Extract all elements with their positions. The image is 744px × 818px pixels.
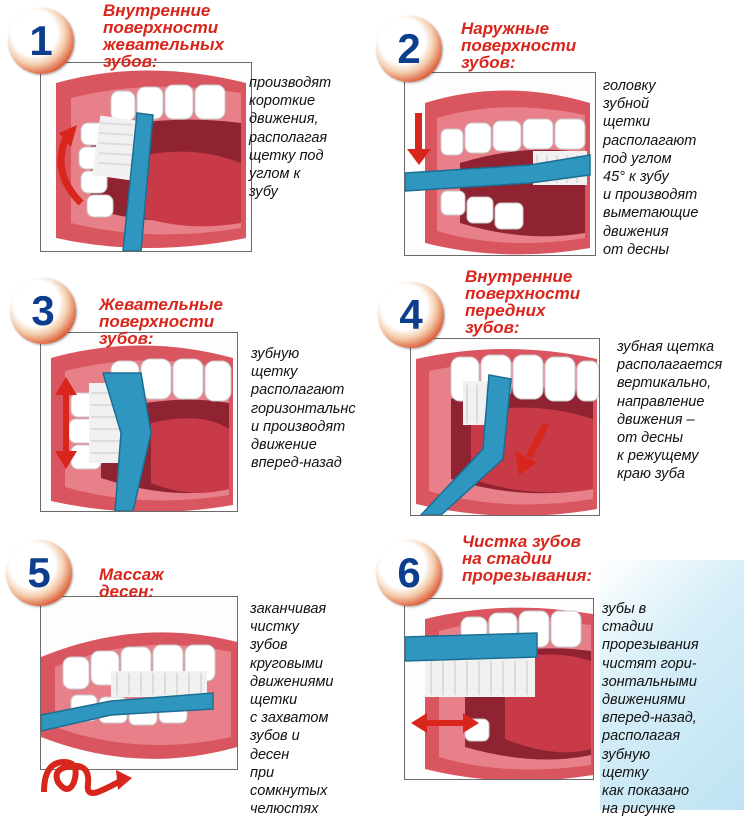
step-1-description: производят короткие движения, располагая… (249, 75, 332, 201)
step-4-title: Внутренние поверхности передних зубов: (465, 267, 581, 337)
step-3-number: 3 (31, 287, 55, 334)
step-1-number: 1 (29, 17, 53, 64)
step-3-number-badge: 3 (10, 278, 76, 344)
step-2-number: 2 (397, 25, 421, 72)
background-wash (600, 560, 744, 810)
step-1-illustration (40, 62, 252, 252)
step-5-number: 5 (27, 549, 51, 596)
step-5-number-badge: 5 (6, 540, 72, 606)
step-2-description: головку зубной щетки располагают под угл… (603, 78, 699, 258)
step-5-description: заканчивая чистку зубов круговыми движен… (250, 601, 334, 818)
step-5-illustration (40, 596, 238, 770)
step-3-description: зубную щетку располагают горизонтальнс и… (251, 346, 356, 472)
circular-motion-arrow-icon (41, 758, 132, 796)
step-1-number-badge: 1 (8, 8, 74, 74)
step-2-number-badge: 2 (376, 16, 442, 82)
step-6-illustration (404, 598, 594, 780)
step-2-illustration (404, 72, 596, 256)
step-6-number-badge: 6 (376, 540, 442, 606)
step-4-number: 4 (399, 291, 423, 338)
step-4-illustration (410, 338, 600, 516)
step-6-description: зубы в стадии прорезывания чистят гори- … (602, 601, 699, 818)
step-1-title: Внутренние поверхности жевательных зубов… (103, 1, 224, 71)
step-6-title: Чистка зубов на стадии прорезывания: (462, 532, 593, 585)
step-5-title: Массаж десен: (99, 565, 164, 601)
step-3-illustration (40, 332, 238, 512)
step-3-title: Жевательные поверхности зубов: (99, 295, 223, 348)
step-4-description: зубная щетка располагается вертикально, … (617, 339, 723, 483)
step-4-number-badge: 4 (378, 282, 444, 348)
step-2-title: Наружные поверхности зубов: (461, 19, 577, 72)
step-6-number: 6 (397, 549, 421, 596)
